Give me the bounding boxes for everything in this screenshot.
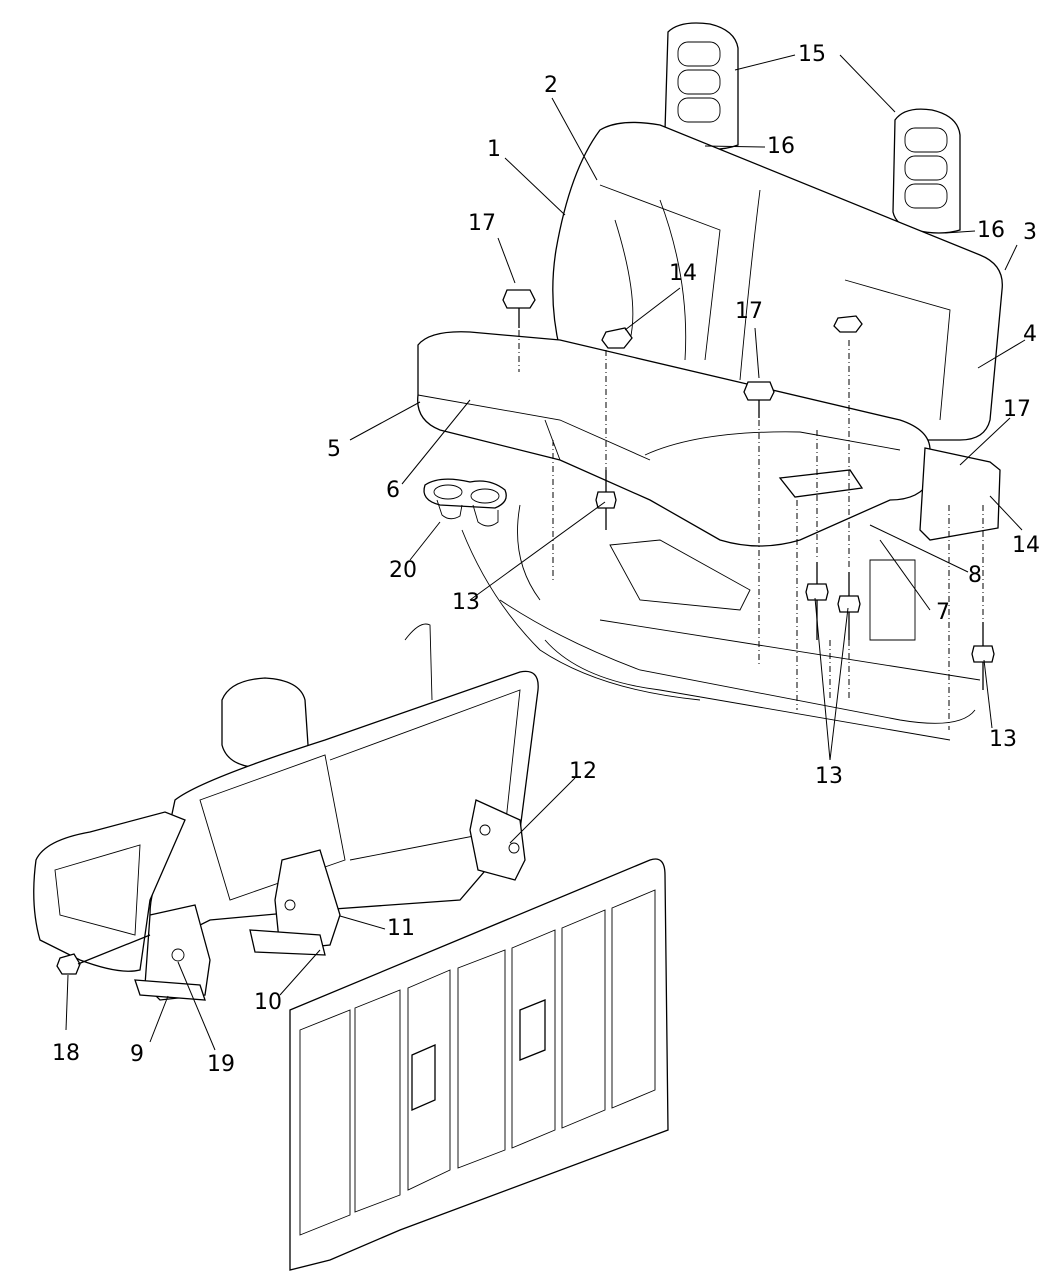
bracket-right xyxy=(919,447,1001,541)
callout-11: 11 xyxy=(387,916,415,941)
rear-seat-cushion xyxy=(417,331,931,547)
callout-9: 9 xyxy=(130,1042,144,1067)
callout-20: 20 xyxy=(389,558,417,583)
callout-13-center: 13 xyxy=(815,764,843,789)
callout-12: 12 xyxy=(569,759,597,784)
callout-2: 2 xyxy=(544,73,558,98)
nut-top-mid xyxy=(833,315,863,333)
callout-4: 4 xyxy=(1023,322,1037,347)
cup-holder xyxy=(423,478,701,701)
callout-18: 18 xyxy=(52,1041,80,1066)
callout-13-right: 13 xyxy=(989,727,1017,752)
rear-seat-back xyxy=(552,121,1003,441)
nut-14-left xyxy=(601,327,633,349)
front-seat-cushion xyxy=(33,811,186,972)
callout-16-left: 16 xyxy=(767,134,795,159)
callout-14-left: 14 xyxy=(669,261,697,286)
seat-hinge-right xyxy=(469,799,526,881)
stud-13-left xyxy=(595,470,617,530)
callout-3: 3 xyxy=(1023,220,1037,245)
callout-7: 7 xyxy=(936,600,950,625)
callout-14-right: 14 xyxy=(1012,533,1040,558)
callout-16-right: 16 xyxy=(977,218,1005,243)
floor-pan xyxy=(499,504,981,741)
bolt-18 xyxy=(56,934,151,975)
leader-lines xyxy=(65,54,1026,1051)
callout-13-left: 13 xyxy=(452,590,480,615)
bolt-17-mid xyxy=(743,381,775,418)
callout-17-mid: 17 xyxy=(735,299,763,324)
callout-17-right: 17 xyxy=(1003,397,1031,422)
assembly-lines xyxy=(518,330,984,730)
cab-back-panel xyxy=(289,858,669,1271)
front-seat-back xyxy=(149,623,539,946)
callout-8: 8 xyxy=(968,563,982,588)
headrest-left xyxy=(664,22,739,151)
callout-1: 1 xyxy=(487,137,501,162)
seat-hinge-center xyxy=(249,849,341,956)
stud-13-mid-a xyxy=(805,562,829,640)
callout-17-left: 17 xyxy=(468,211,496,236)
callout-10: 10 xyxy=(254,990,282,1015)
bolt-17-left xyxy=(502,289,536,328)
callout-19: 19 xyxy=(207,1052,235,1077)
callout-15: 15 xyxy=(798,42,826,67)
stud-13-mid-b xyxy=(837,572,861,640)
callout-5: 5 xyxy=(327,437,341,462)
stud-13-right xyxy=(971,622,995,690)
callout-6: 6 xyxy=(386,478,400,503)
headrest-right xyxy=(892,108,961,234)
